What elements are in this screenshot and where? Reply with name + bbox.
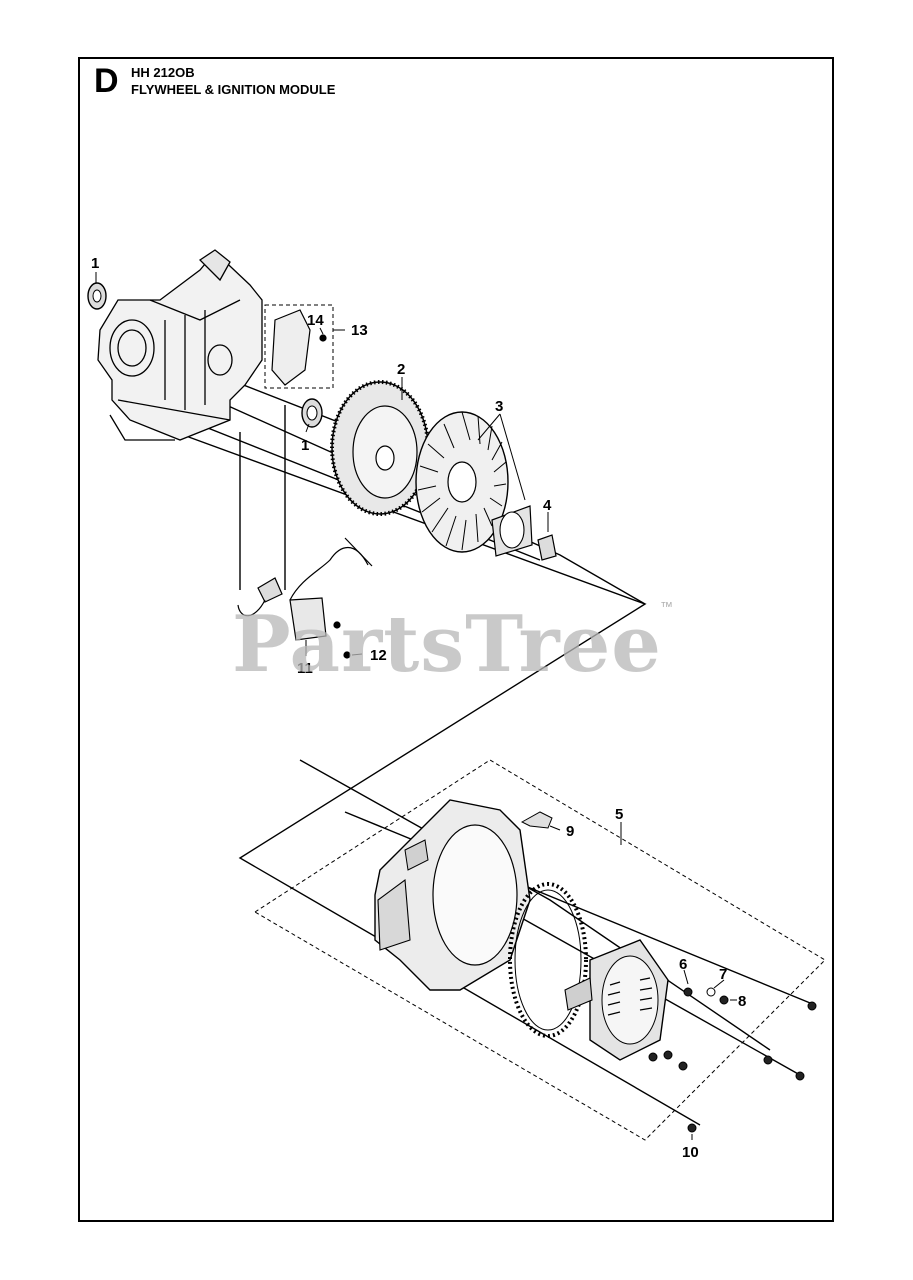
callout-13: 13 bbox=[351, 322, 368, 339]
callout-6: 6 bbox=[679, 956, 687, 973]
callout-10: 10 bbox=[682, 1144, 699, 1161]
callout-4: 4 bbox=[543, 497, 552, 514]
flywheel bbox=[330, 380, 430, 516]
cooling-fan bbox=[415, 411, 509, 553]
callout-2: 2 bbox=[397, 361, 405, 378]
callout-5: 5 bbox=[615, 806, 623, 823]
flywheel-nut bbox=[537, 534, 557, 561]
bolt-lower-b bbox=[663, 1050, 673, 1060]
trademark-symbol: ™ bbox=[660, 599, 673, 614]
bolt-lower-e bbox=[795, 1071, 805, 1081]
leader-lines bbox=[95, 272, 737, 1140]
washer-7 bbox=[706, 987, 716, 997]
blower-housing bbox=[374, 799, 531, 991]
callout-labels: 1 1 2 3 4 5 6 7 8 9 10 11 12 13 14 bbox=[91, 255, 746, 1161]
wire-clip bbox=[520, 811, 553, 829]
crankcase-block bbox=[97, 249, 263, 441]
oil-seal-right bbox=[301, 398, 323, 428]
bolts-and-washers bbox=[648, 987, 817, 1133]
bolt-lower-a bbox=[648, 1052, 658, 1062]
diagram-title: FLYWHEEL & IGNITION MODULE bbox=[131, 82, 336, 97]
callout-1a: 1 bbox=[91, 255, 99, 272]
ignition-module bbox=[237, 537, 373, 659]
callout-3: 3 bbox=[495, 398, 503, 415]
bolt-lower-c bbox=[678, 1061, 688, 1071]
model-number: HH 212OB bbox=[131, 65, 195, 80]
callout-14: 14 bbox=[307, 312, 324, 329]
callout-8: 8 bbox=[738, 993, 746, 1010]
callout-11: 11 bbox=[297, 660, 313, 677]
kit-13-outline bbox=[264, 304, 334, 389]
kit-outlines bbox=[254, 304, 826, 1141]
screen-ring bbox=[508, 882, 588, 1038]
section-letter: D bbox=[94, 62, 119, 100]
callout-9: 9 bbox=[566, 823, 574, 840]
bolt-lower-d bbox=[763, 1055, 773, 1065]
callout-1b: 1 bbox=[301, 437, 309, 454]
starter-cup bbox=[491, 505, 533, 557]
bolt-10 bbox=[687, 1123, 697, 1133]
oil-seal-left bbox=[87, 282, 107, 310]
callout-12: 12 bbox=[370, 647, 387, 664]
diagram-frame bbox=[78, 57, 834, 1222]
callout-7: 7 bbox=[719, 966, 727, 983]
bolt-right-top bbox=[807, 1001, 817, 1011]
recoil-starter bbox=[564, 939, 669, 1061]
watermark: PartsTree bbox=[232, 599, 662, 690]
nut-8 bbox=[719, 995, 729, 1005]
shroud-bracket bbox=[271, 309, 327, 386]
bolt-6 bbox=[683, 987, 693, 997]
